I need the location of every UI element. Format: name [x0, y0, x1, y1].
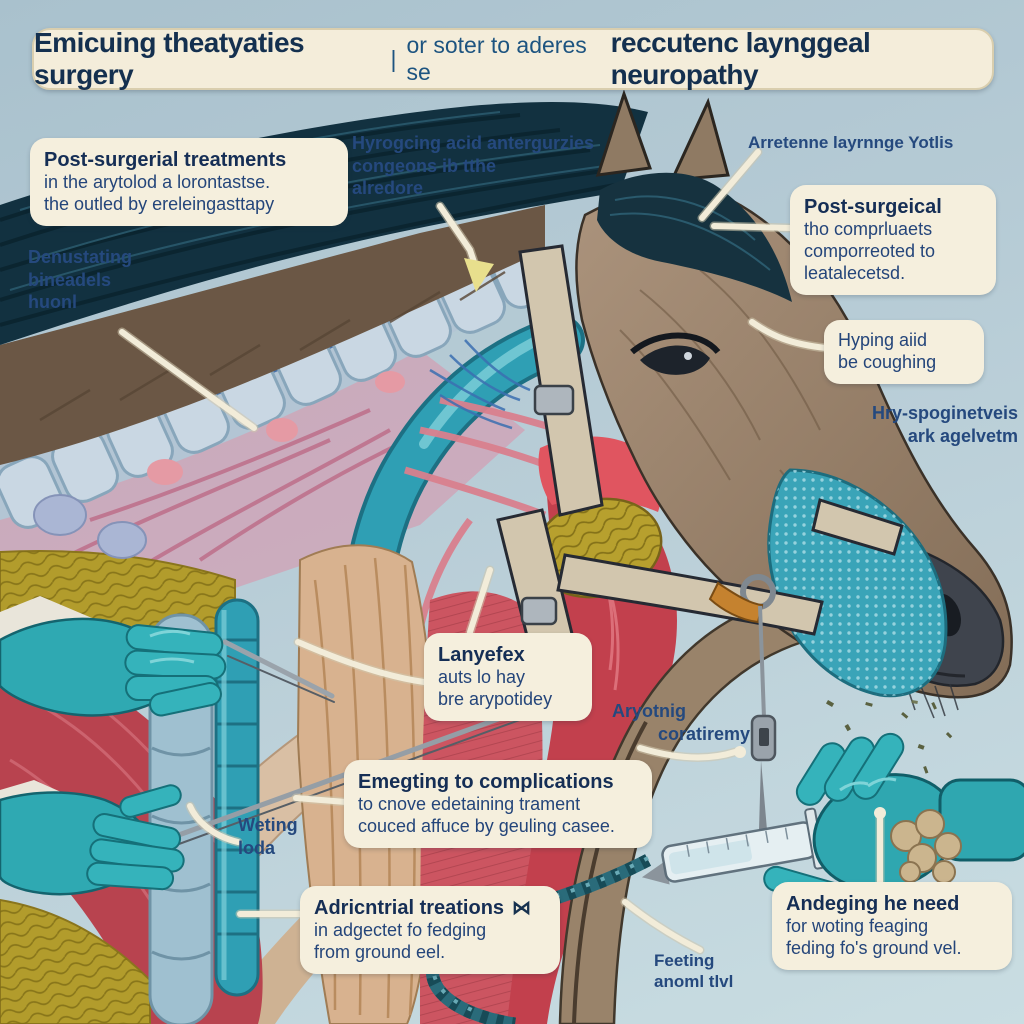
- coat-band: [0, 205, 545, 465]
- hay-corner-bottom-left: [0, 898, 151, 1024]
- label-feeting: Feeting anoml tlvl: [654, 951, 734, 992]
- title-separator: |: [390, 45, 397, 72]
- gloved-hand-right: [763, 732, 1024, 909]
- leader-lines: [117, 147, 886, 955]
- title-part2: or soter to aderes se: [406, 32, 587, 85]
- trachea-ring-column: [214, 598, 260, 997]
- nerve-web: [429, 339, 531, 430]
- label-post-surgerial-treatments: Post-surgerial treatments in the arytolo…: [30, 138, 348, 227]
- label-hipping-coughing: Hyping aiid be coughing: [824, 320, 984, 384]
- hanging-hook: [750, 605, 777, 830]
- halter: [496, 244, 904, 714]
- title-banner: Emicuing theatyaties surgery | or soter …: [32, 27, 994, 90]
- label-hry-spoginetveis: Hry-spoginetveis ark agelvetm: [871, 403, 1018, 446]
- horse-ear-right: [669, 97, 730, 182]
- label-weting-loda: Weting loda: [238, 815, 298, 858]
- horse-whiskers: [904, 679, 959, 719]
- label-adricntrial-treations: Adricntrial treations⋈ in adgectet fo fe…: [300, 886, 560, 975]
- label-emegting-complications: Emegting to complications to cnove edeta…: [344, 760, 652, 849]
- title-part3: reccutenc laynggeal neuropathy: [610, 27, 871, 90]
- label-andeging-need: Andeging he need for woting feaging fedi…: [772, 882, 1012, 971]
- halter-clip: [708, 581, 764, 624]
- title-part1: Emicuing theatyaties surgery: [34, 27, 305, 90]
- leader-arrowhead: [464, 258, 494, 292]
- gloved-hand-upper-left: [0, 596, 335, 717]
- halter-cheek-strap: [518, 244, 604, 517]
- label-aryotnig: Aryotnig coratiremy: [612, 701, 751, 744]
- syringe: [641, 807, 826, 885]
- label-lanyefex: Lanyefex auts lo hay bre arypotidey: [424, 633, 592, 722]
- feed-chunk: [890, 809, 962, 884]
- label-denustating: Denustating bineadels huonl: [28, 247, 133, 312]
- label-arretenne: Arretenne layrnnge Yotlis: [748, 133, 954, 152]
- rope-knot-glyph: ⋈: [512, 898, 532, 919]
- surgical-instrument-upper: [222, 639, 335, 699]
- horse-eye: [630, 332, 721, 375]
- horse-forelock: [597, 172, 792, 302]
- horse-ear-left: [595, 89, 653, 177]
- label-hyrogcing: Hyrogcing acid antergurzies congeons ib …: [352, 133, 595, 198]
- halter-buckle: [533, 384, 575, 416]
- label-post-surgeical: Post-surgeical tho comprluaets comporreo…: [790, 185, 996, 296]
